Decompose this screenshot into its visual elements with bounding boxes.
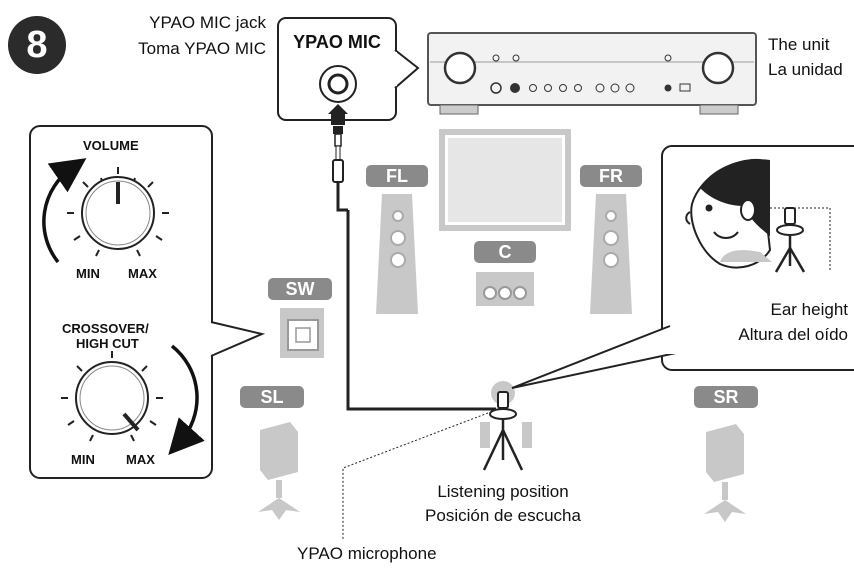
unit-label-es: La unidad [768, 60, 843, 79]
listening-position-label-en: Listening position [437, 482, 569, 501]
crossover-turn-arrow-icon [168, 344, 205, 455]
input-knob-icon [443, 51, 477, 85]
surround-left-speaker [258, 422, 300, 520]
speaker-tag-fr: FR [580, 165, 642, 187]
listening-position-label-es: Posición de escucha [425, 506, 581, 525]
ypao-mic-callout [277, 17, 420, 121]
power-button-icon [490, 82, 502, 94]
crossover-min-label: MIN [71, 452, 95, 467]
ypao-mic-panel-label: YPAO MIC [293, 32, 381, 52]
ear-height-microphone [754, 207, 831, 273]
volume-label: VOLUME [83, 138, 139, 153]
crossover-knob [61, 344, 205, 455]
ypao-mic-jack-icon [510, 83, 520, 93]
volume-knob-icon [701, 51, 735, 85]
volume-max-label: MAX [128, 266, 157, 281]
center-speaker [476, 272, 534, 306]
speaker-tag-fl: FL [366, 165, 428, 187]
unit-label-en: The unit [768, 35, 830, 54]
volume-min-label: MIN [76, 266, 100, 281]
subwoofer-speaker [280, 308, 324, 358]
volume-turn-arrow-icon [42, 158, 87, 264]
front-right-speaker [590, 194, 632, 314]
crossover-label-line2: HIGH CUT [76, 336, 139, 351]
ypao-microphone-label: YPAO microphone [297, 544, 437, 563]
ear-height-label-es: Altura del oído [738, 325, 848, 344]
jack-label-es: Toma YPAO MIC [138, 39, 266, 58]
crossover-label-line1: CROSSOVER/ [62, 321, 149, 336]
receiver-unit [427, 32, 757, 115]
microphone-tripod [480, 381, 532, 471]
tv-screen [439, 129, 571, 231]
surround-right-speaker [704, 424, 746, 522]
mic-jack-inner-icon [327, 73, 349, 95]
speaker-tag-c: C [474, 241, 536, 263]
listener-head [685, 158, 772, 269]
crossover-max-label: MAX [126, 452, 155, 467]
jack-label-en: YPAO MIC jack [149, 13, 266, 32]
front-left-speaker [376, 194, 418, 314]
step-number-badge: 8 [8, 16, 66, 74]
speaker-tag-sw: SW [268, 278, 332, 300]
volume-knob [42, 158, 169, 264]
speaker-tag-sr: SR [694, 386, 758, 408]
amp-knob-panel [29, 125, 266, 479]
microphone-cable [328, 104, 496, 411]
ear-height-label-en: Ear height [770, 300, 849, 319]
speaker-tag-sl: SL [240, 386, 304, 408]
